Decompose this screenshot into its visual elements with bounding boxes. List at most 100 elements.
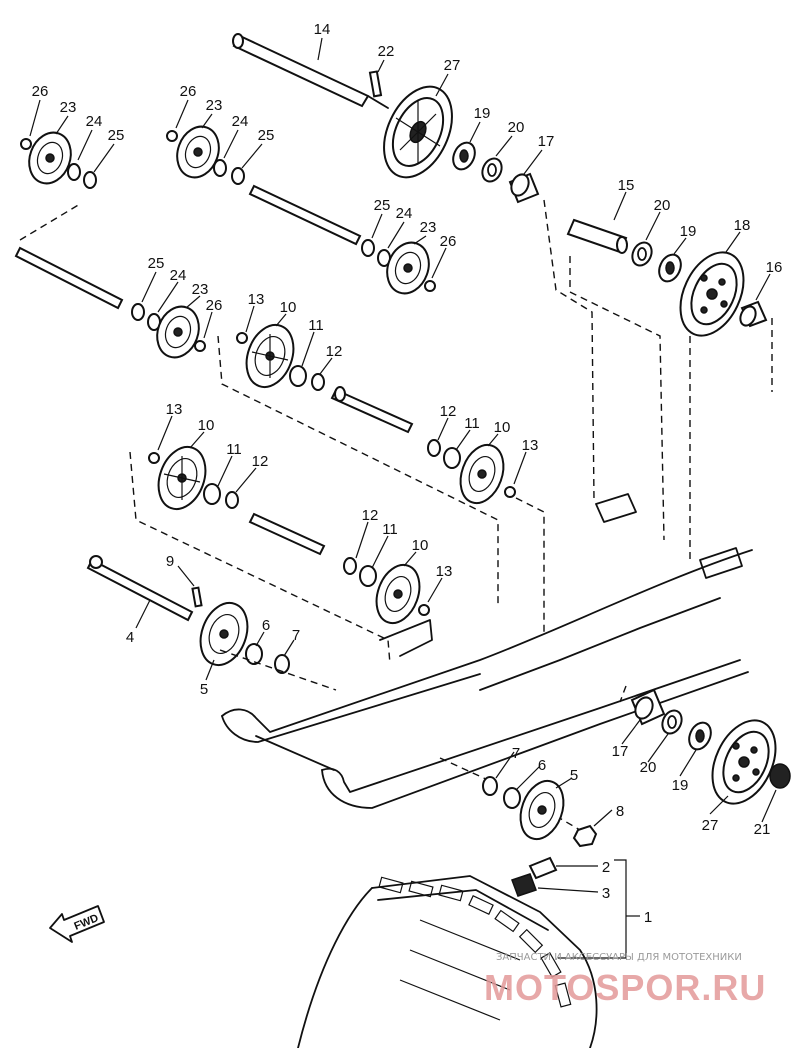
label-23: 23 bbox=[60, 99, 77, 116]
label-16: 16 bbox=[766, 259, 783, 276]
label-6: 6 bbox=[262, 617, 270, 634]
label-5: 5 bbox=[200, 681, 208, 698]
watermark-brand: MOTOSPOR.RU bbox=[484, 967, 766, 1008]
label-26: 26 bbox=[180, 83, 197, 100]
label-21: 21 bbox=[754, 821, 771, 838]
label-leaders bbox=[29, 37, 777, 959]
spacer-20-top bbox=[481, 157, 503, 183]
label-11: 11 bbox=[226, 441, 242, 458]
label-7: 7 bbox=[512, 745, 520, 762]
label-10: 10 bbox=[198, 417, 215, 434]
part-number-labels: 14 22 27 19 20 17 26 23 24 25 26 23 24 2… bbox=[32, 21, 783, 926]
label-3: 3 bbox=[602, 885, 610, 902]
bearing-19-rear bbox=[688, 721, 712, 751]
label-27: 27 bbox=[702, 817, 719, 834]
label-24: 24 bbox=[170, 267, 187, 284]
label-8: 8 bbox=[616, 803, 624, 820]
wheel-27-top bbox=[383, 85, 453, 179]
bolt-9 bbox=[191, 586, 203, 608]
label-5: 5 bbox=[570, 767, 578, 784]
label-7: 7 bbox=[292, 627, 300, 644]
label-20: 20 bbox=[640, 759, 657, 776]
label-19: 19 bbox=[474, 105, 491, 122]
label-13: 13 bbox=[436, 563, 453, 580]
label-25: 25 bbox=[148, 255, 165, 272]
cap-21 bbox=[769, 763, 791, 789]
label-24: 24 bbox=[232, 113, 249, 130]
label-24: 24 bbox=[396, 205, 413, 222]
label-23: 23 bbox=[192, 281, 209, 298]
spacer-20-right bbox=[631, 241, 653, 267]
label-2: 2 bbox=[602, 859, 610, 876]
bearing-19-right bbox=[658, 253, 682, 283]
label-17: 17 bbox=[538, 133, 555, 150]
shaft-14 bbox=[232, 33, 389, 109]
watermark-caption: ЗАПЧАСТИ И АКСЕССУАРЫ ДЛЯ МОТОТЕХНИКИ bbox=[496, 952, 742, 963]
wheel-10-upper bbox=[236, 324, 325, 391]
collar-17-rear bbox=[630, 688, 666, 726]
axle-mid bbox=[330, 386, 414, 434]
label-12: 12 bbox=[440, 403, 457, 420]
wheel-10-right-upper bbox=[427, 439, 516, 505]
wheel-23-upper-right bbox=[361, 239, 436, 295]
label-19: 19 bbox=[672, 777, 689, 794]
label-24: 24 bbox=[86, 113, 103, 130]
label-23: 23 bbox=[420, 219, 437, 236]
label-10: 10 bbox=[494, 419, 511, 436]
wheel-5-rear bbox=[482, 776, 565, 841]
label-10: 10 bbox=[412, 537, 429, 554]
bearing-19-top bbox=[452, 141, 476, 171]
nut-8 bbox=[572, 824, 598, 848]
collar-16 bbox=[739, 300, 768, 328]
label-19: 19 bbox=[680, 223, 697, 240]
label-12: 12 bbox=[252, 453, 269, 470]
label-25: 25 bbox=[108, 127, 125, 144]
label-25: 25 bbox=[258, 127, 275, 144]
label-9: 9 bbox=[166, 553, 174, 570]
label-11: 11 bbox=[308, 317, 324, 334]
rear-brackets bbox=[595, 493, 743, 579]
label-23: 23 bbox=[206, 97, 223, 114]
label-18: 18 bbox=[734, 217, 751, 234]
label-4: 4 bbox=[126, 629, 134, 646]
label-13: 13 bbox=[166, 401, 183, 418]
label-13: 13 bbox=[522, 437, 539, 454]
axle-lower-mid bbox=[248, 512, 326, 556]
label-12: 12 bbox=[326, 343, 343, 360]
label-11: 11 bbox=[464, 415, 480, 432]
label-13: 13 bbox=[248, 291, 265, 308]
label-25: 25 bbox=[374, 197, 391, 214]
label-12: 12 bbox=[362, 507, 379, 524]
wheel-10-left bbox=[148, 446, 239, 510]
forward-arrow-icon: FWD bbox=[49, 905, 105, 943]
label-20: 20 bbox=[508, 119, 525, 136]
label-1: 1 bbox=[644, 909, 652, 926]
axle-left bbox=[14, 246, 124, 310]
label-20: 20 bbox=[654, 197, 671, 214]
slide-rail-left bbox=[221, 549, 753, 809]
label-26: 26 bbox=[440, 233, 457, 250]
axle-upper-mid bbox=[248, 184, 362, 246]
label-26: 26 bbox=[206, 297, 223, 314]
tube-15 bbox=[566, 218, 628, 254]
label-27: 27 bbox=[444, 57, 461, 74]
label-15: 15 bbox=[618, 177, 635, 194]
shaft-4 bbox=[86, 555, 194, 622]
wheel-5-left bbox=[199, 602, 290, 674]
track-1 bbox=[297, 875, 598, 1048]
watermark: ЗАПЧАСТИ И АКСЕССУАРЫ ДЛЯ МОТОТЕХНИКИ MO… bbox=[484, 952, 766, 1008]
clip-2 bbox=[528, 856, 558, 880]
clip-3 bbox=[511, 873, 537, 897]
label-22: 22 bbox=[378, 43, 395, 60]
wheel-23-left-lower bbox=[131, 303, 206, 359]
wheel-27-rear bbox=[711, 719, 777, 805]
label-10: 10 bbox=[280, 299, 297, 316]
spacer-20-rear bbox=[661, 709, 683, 735]
bolt-22 bbox=[368, 70, 383, 98]
label-26: 26 bbox=[32, 83, 49, 100]
assembly-leader-lines bbox=[129, 199, 773, 831]
wheel-10-right-lower bbox=[343, 557, 430, 625]
collar-17-top bbox=[508, 172, 540, 204]
cross-members bbox=[379, 597, 721, 691]
